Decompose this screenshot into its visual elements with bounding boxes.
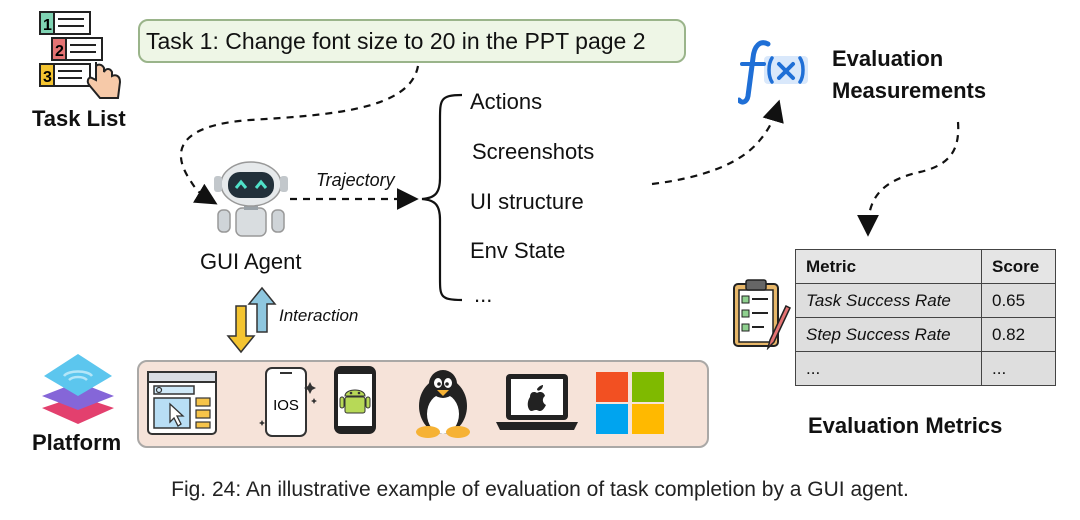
to-metrics-arrow xyxy=(857,121,960,237)
web-browser-icon xyxy=(147,371,217,435)
metric-name: ... xyxy=(795,351,982,386)
linux-penguin-icon xyxy=(416,370,470,438)
table-row: ... ... xyxy=(795,351,1056,386)
svg-text:IOS: IOS xyxy=(273,397,299,414)
interaction-label: Interaction xyxy=(279,306,359,325)
macos-laptop-icon xyxy=(496,374,578,430)
ios-phone-icon: IOS xyxy=(259,367,317,437)
trajectory-item-ui-structure: UI structure xyxy=(470,189,584,214)
header-score: Score xyxy=(981,249,1056,284)
metric-name: Task Success Rate xyxy=(795,283,982,318)
metric-score: ... xyxy=(981,351,1056,386)
task-list-label: Task List xyxy=(32,106,126,131)
windows-logo-icon xyxy=(596,372,664,434)
table-header-row: Metric Score xyxy=(795,249,1056,284)
gui-agent-label: GUI Agent xyxy=(200,249,302,274)
svg-text:3: 3 xyxy=(43,69,52,86)
figure-caption: Fig. 24: An illustrative example of eval… xyxy=(171,478,909,501)
metric-score: 0.82 xyxy=(981,317,1056,352)
evaluation-measurements-line1: Evaluation xyxy=(832,46,944,71)
trajectory-item-actions: Actions xyxy=(470,89,543,114)
trajectory-item-env-state: Env State xyxy=(470,238,566,263)
to-evaluation-arrow xyxy=(651,99,784,186)
trajectory-brace xyxy=(421,93,463,302)
metric-score: 0.65 xyxy=(981,283,1056,318)
metrics-table: Metric Score Task Success Rate 0.65 Step… xyxy=(795,249,1056,386)
evaluation-measurements-line2: Measurements xyxy=(832,78,987,103)
function-fx-icon xyxy=(738,40,808,105)
task-to-agent-arrow xyxy=(179,65,420,205)
platform-layers-icon xyxy=(42,354,114,424)
table-row: Task Success Rate 0.65 xyxy=(795,283,1056,318)
trajectory-item-more: ... xyxy=(474,282,493,307)
header-metric: Metric xyxy=(795,249,982,284)
robot-icon xyxy=(214,161,288,237)
table-row: Step Success Rate 0.82 xyxy=(795,317,1056,352)
svg-text:1: 1 xyxy=(43,17,52,34)
task-list-icon: 1 2 3 xyxy=(39,11,122,99)
trajectory-label: Trajectory xyxy=(316,170,395,190)
trajectory-item-screenshots: Screenshots xyxy=(472,139,595,164)
interaction-arrows xyxy=(226,286,277,354)
android-phone-icon xyxy=(334,366,376,434)
svg-text:2: 2 xyxy=(55,43,64,60)
clipboard-checklist-icon xyxy=(733,279,791,350)
platform-label: Platform xyxy=(32,430,122,455)
evaluation-metrics-label: Evaluation Metrics xyxy=(808,413,1003,438)
task-box: Task 1: Change font size to 20 in the PP… xyxy=(138,19,686,63)
metric-name: Step Success Rate xyxy=(795,317,982,352)
